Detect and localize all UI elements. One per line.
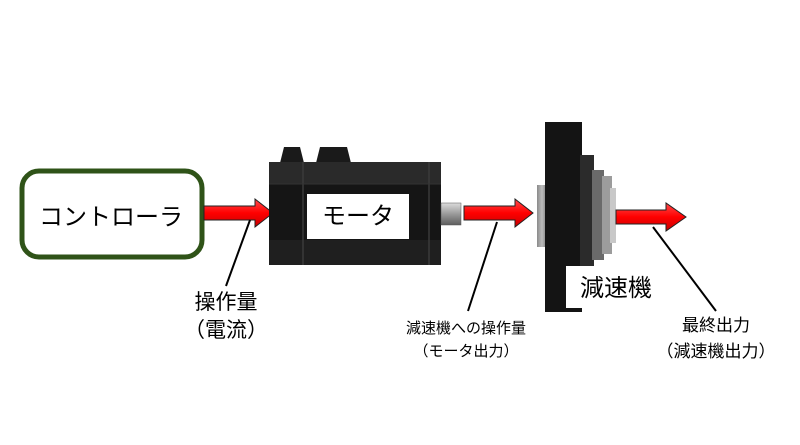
motor-label: モータ [322, 202, 394, 230]
leader-line-final-output [652, 226, 717, 312]
annotation-reducer-input-line1: 減速機への操作量 [406, 319, 526, 337]
annotation-final-output-line1: 最終出力 [682, 316, 750, 336]
annotation-current-line2: （電流） [184, 318, 268, 342]
controller-label: コントローラ [39, 203, 183, 231]
arrow-motor-to-reducer [463, 197, 534, 229]
reducer-label: 減速機 [580, 274, 652, 302]
leader-line-reducer-input [467, 221, 498, 312]
annotation-current: 操作量 （電流） [184, 290, 268, 342]
arrow-controller-to-motor [203, 197, 274, 229]
annotation-reducer-input: 減速機への操作量 （モータ出力） [406, 319, 526, 360]
leader-line-current [225, 219, 251, 287]
annotation-final-output-line2: （減速機出力） [657, 342, 776, 362]
controller-box: コントローラ [19, 168, 205, 260]
annotation-reducer-input-line2: （モータ出力） [413, 342, 518, 360]
motor-body: モータ [269, 147, 462, 265]
arrow-reducer-output [615, 202, 687, 232]
annotation-current-line1: 操作量 [195, 290, 258, 314]
annotation-final-output: 最終出力 （減速機出力） [657, 316, 776, 362]
reducer-body: 減速機 [537, 122, 666, 312]
